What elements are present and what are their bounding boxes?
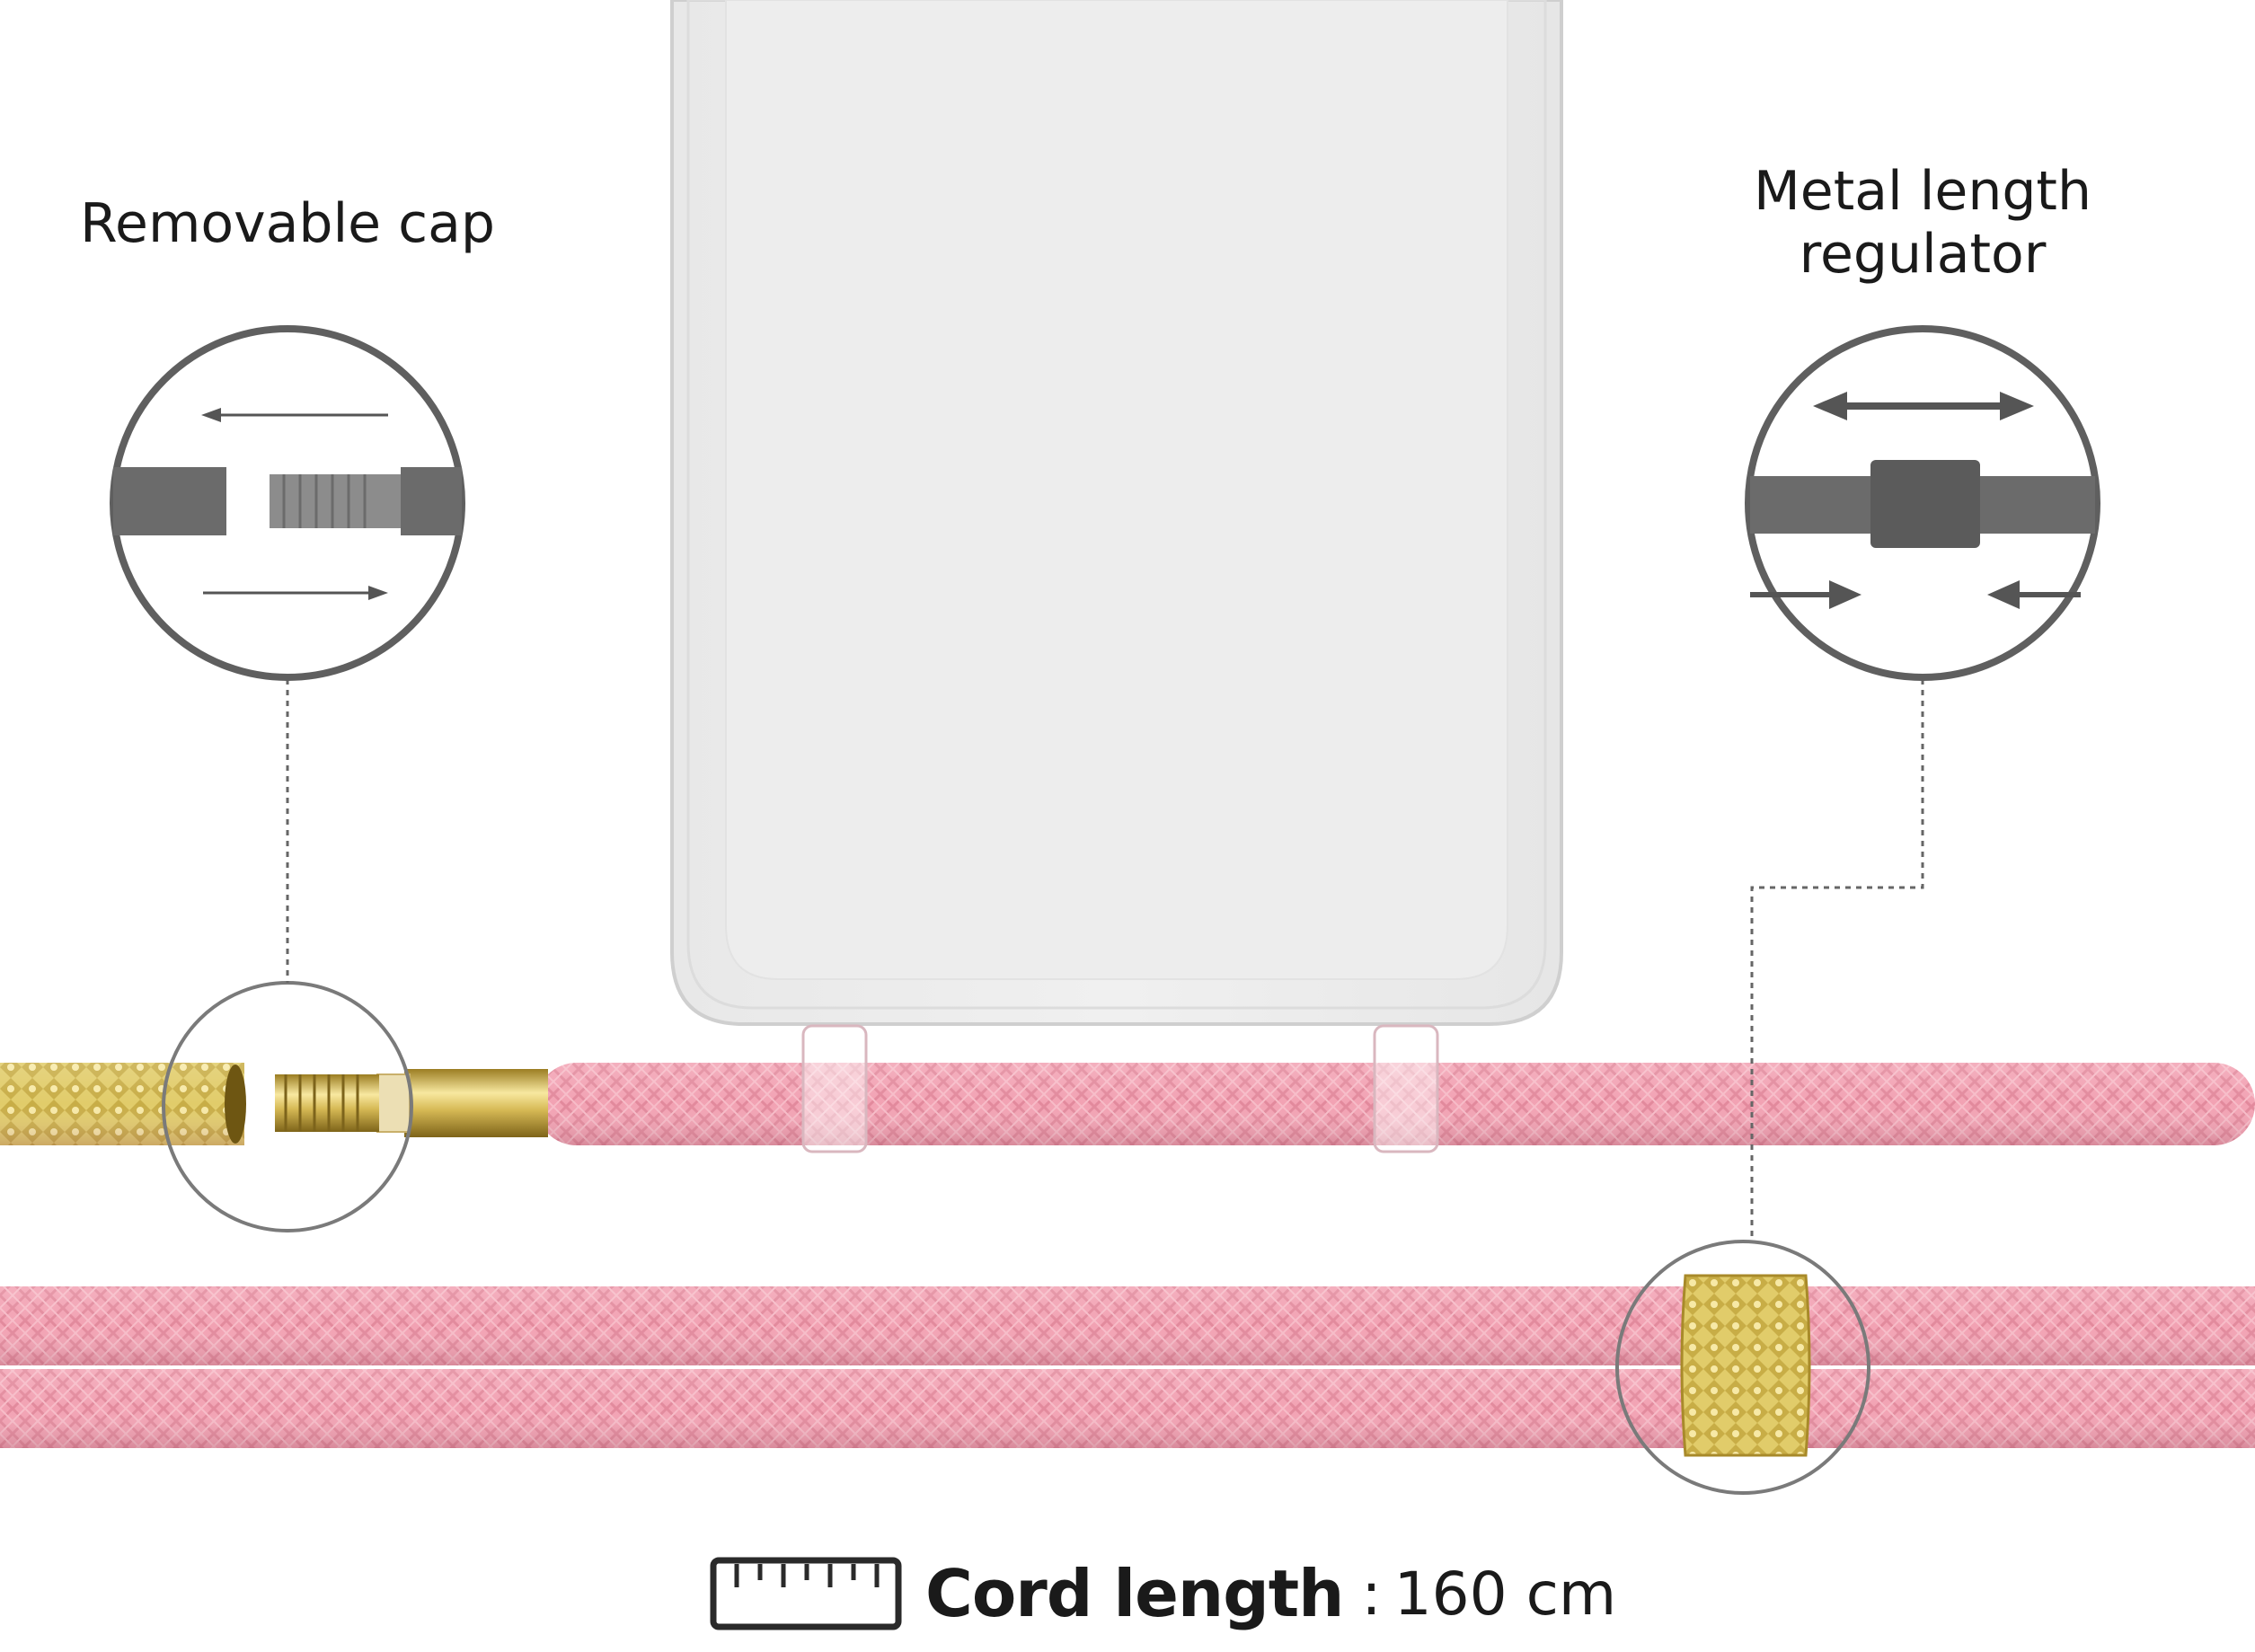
cord-length-footer: Cord length : 160 cm — [710, 1549, 1616, 1639]
phone-case — [670, 0, 1563, 1026]
double-arrow-icon — [1813, 392, 2034, 420]
cord-length-value: 160 cm — [1393, 1559, 1617, 1629]
diagram-removable-cap — [110, 325, 465, 681]
case-clip-left — [801, 1024, 868, 1153]
screw-icon — [270, 474, 404, 528]
ruler-icon — [710, 1557, 902, 1630]
cord-upper — [535, 1063, 2255, 1145]
arrow-left-icon — [201, 408, 388, 422]
cap-end-icon — [401, 467, 462, 535]
metal-regulator — [1680, 1274, 1811, 1457]
gold-end-cap — [376, 1069, 548, 1137]
label-metal-regulator: Metal length regulator — [1754, 160, 2091, 286]
cord-length-separator: : — [1361, 1559, 1382, 1629]
zoom-circle-regulator — [1615, 1240, 1870, 1495]
arrow-right-icon — [203, 586, 388, 600]
label-removable-cap: Removable cap — [80, 192, 495, 255]
case-clip-right — [1373, 1024, 1439, 1153]
leader-line-regulator — [1750, 679, 1924, 1241]
arrow-inward-right-icon — [1987, 580, 2081, 609]
cord-length-title: Cord length — [925, 1556, 1344, 1631]
screw-thread — [275, 1074, 379, 1132]
diagram-length-regulator — [1745, 325, 2100, 681]
cord-segment-icon — [113, 467, 226, 535]
regulator-block-icon — [1870, 460, 1980, 548]
cord-lower-double — [0, 1286, 2255, 1448]
arrow-inward-left-icon — [1750, 580, 1861, 609]
gold-mesh-cap — [0, 1063, 246, 1145]
